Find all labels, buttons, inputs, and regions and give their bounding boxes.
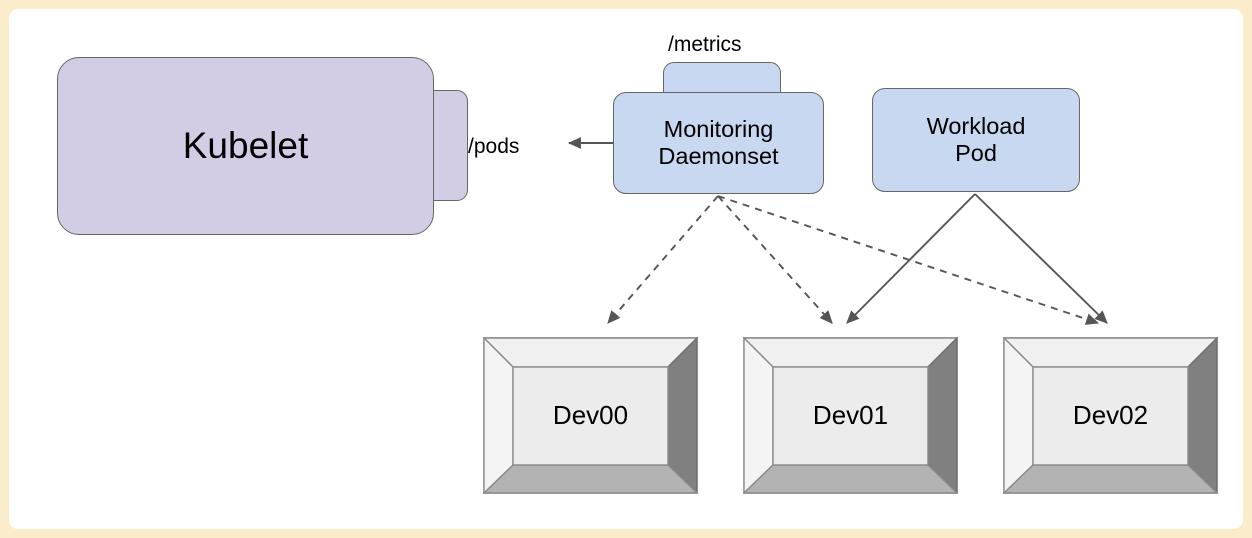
node-monitoring-daemonset[interactable]: Monitoring Daemonset	[613, 92, 824, 194]
edge-label-pods: /pods	[468, 135, 520, 158]
edge-workload-dev02	[974, 193, 1108, 324]
edge-workload-dev01	[846, 193, 976, 324]
diagram-canvas: Kubelet /pods Monitoring Daemonset /metr…	[9, 9, 1243, 529]
device-shape-dev00	[483, 337, 698, 494]
edge-label-metrics: /metrics	[668, 33, 742, 56]
device-shape-dev01	[743, 337, 958, 494]
edge-monitoring-dev00	[607, 195, 719, 324]
node-kubelet[interactable]: Kubelet	[57, 57, 434, 235]
edge-monitoring-dev02	[717, 195, 1100, 325]
node-workload-pod[interactable]: Workload Pod	[872, 88, 1080, 192]
device-node-dev02[interactable]: Dev02	[1003, 337, 1218, 494]
edge-monitoring-dev01	[717, 195, 833, 324]
device-node-dev01[interactable]: Dev01	[743, 337, 958, 494]
device-node-dev00[interactable]: Dev00	[483, 337, 698, 494]
device-shape-dev02	[1003, 337, 1218, 494]
